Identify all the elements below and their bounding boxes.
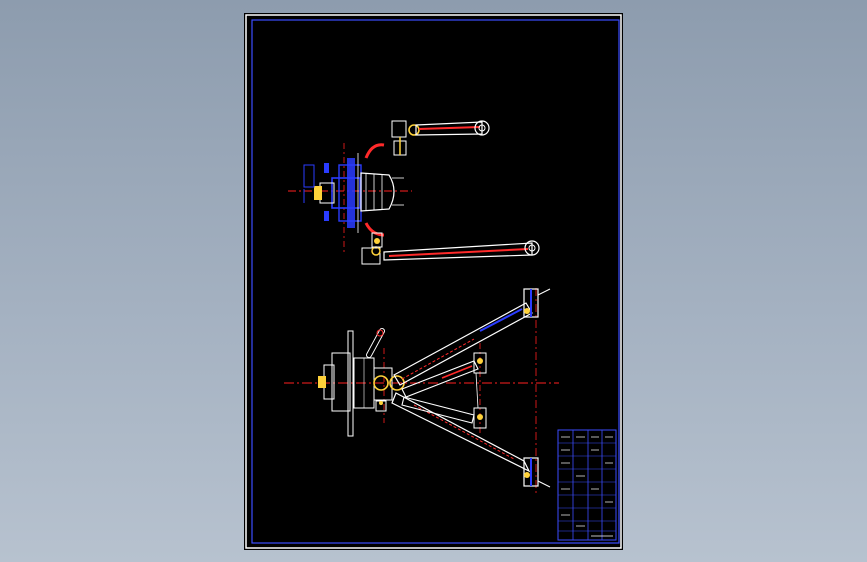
inner-frame [251,19,620,544]
front-a-arm-lower [391,392,551,488]
front-view [284,288,559,493]
front-a-arm-upper [393,288,551,386]
outer-frame [245,14,622,549]
top-upper-link [391,120,490,156]
sheet-paper [244,13,623,550]
front-inner-bracket [401,352,487,429]
top-lower-link [361,232,540,265]
top-view [288,120,540,265]
title-block [557,429,617,541]
drawing-sheet [244,13,623,550]
drawing-canvas [244,13,623,550]
